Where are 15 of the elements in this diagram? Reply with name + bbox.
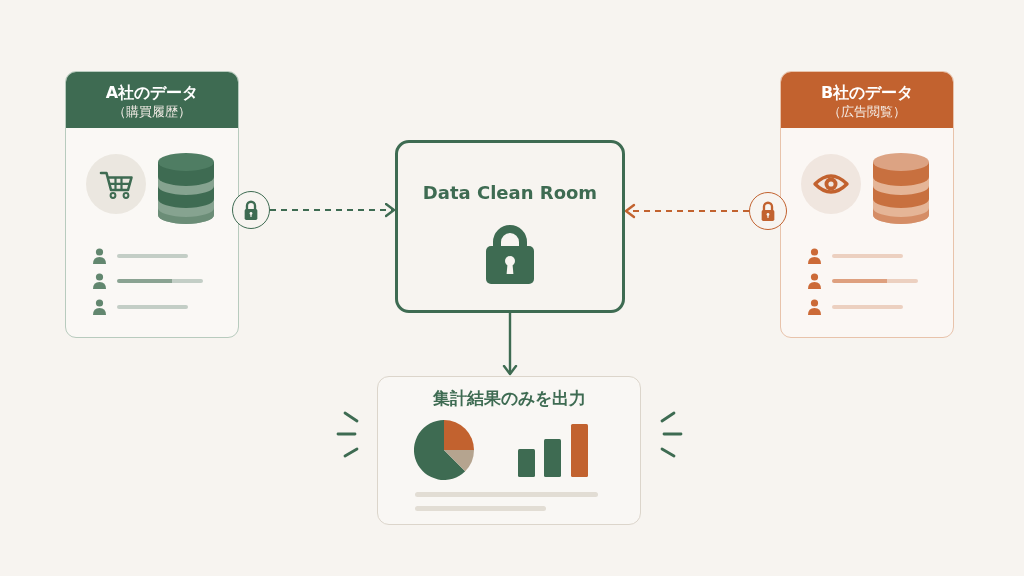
clean-room-box bbox=[395, 140, 625, 313]
output-card bbox=[377, 376, 641, 525]
card-title: A社のデータ bbox=[105, 82, 199, 104]
data-card bbox=[780, 71, 954, 338]
output-title: 集計結果のみを出力 bbox=[432, 388, 586, 410]
arrow bbox=[270, 202, 396, 218]
card-title: B社のデータ bbox=[820, 82, 914, 104]
arrow bbox=[624, 203, 749, 219]
lock-icon bbox=[749, 192, 787, 230]
box-title: Data Clean Room bbox=[422, 181, 598, 205]
card-subtitle: （広告閲覧） bbox=[828, 104, 906, 120]
card-subtitle: （購買履歴） bbox=[113, 104, 191, 120]
data-card bbox=[65, 71, 239, 338]
arrow bbox=[502, 313, 518, 376]
lock-icon bbox=[232, 191, 270, 229]
